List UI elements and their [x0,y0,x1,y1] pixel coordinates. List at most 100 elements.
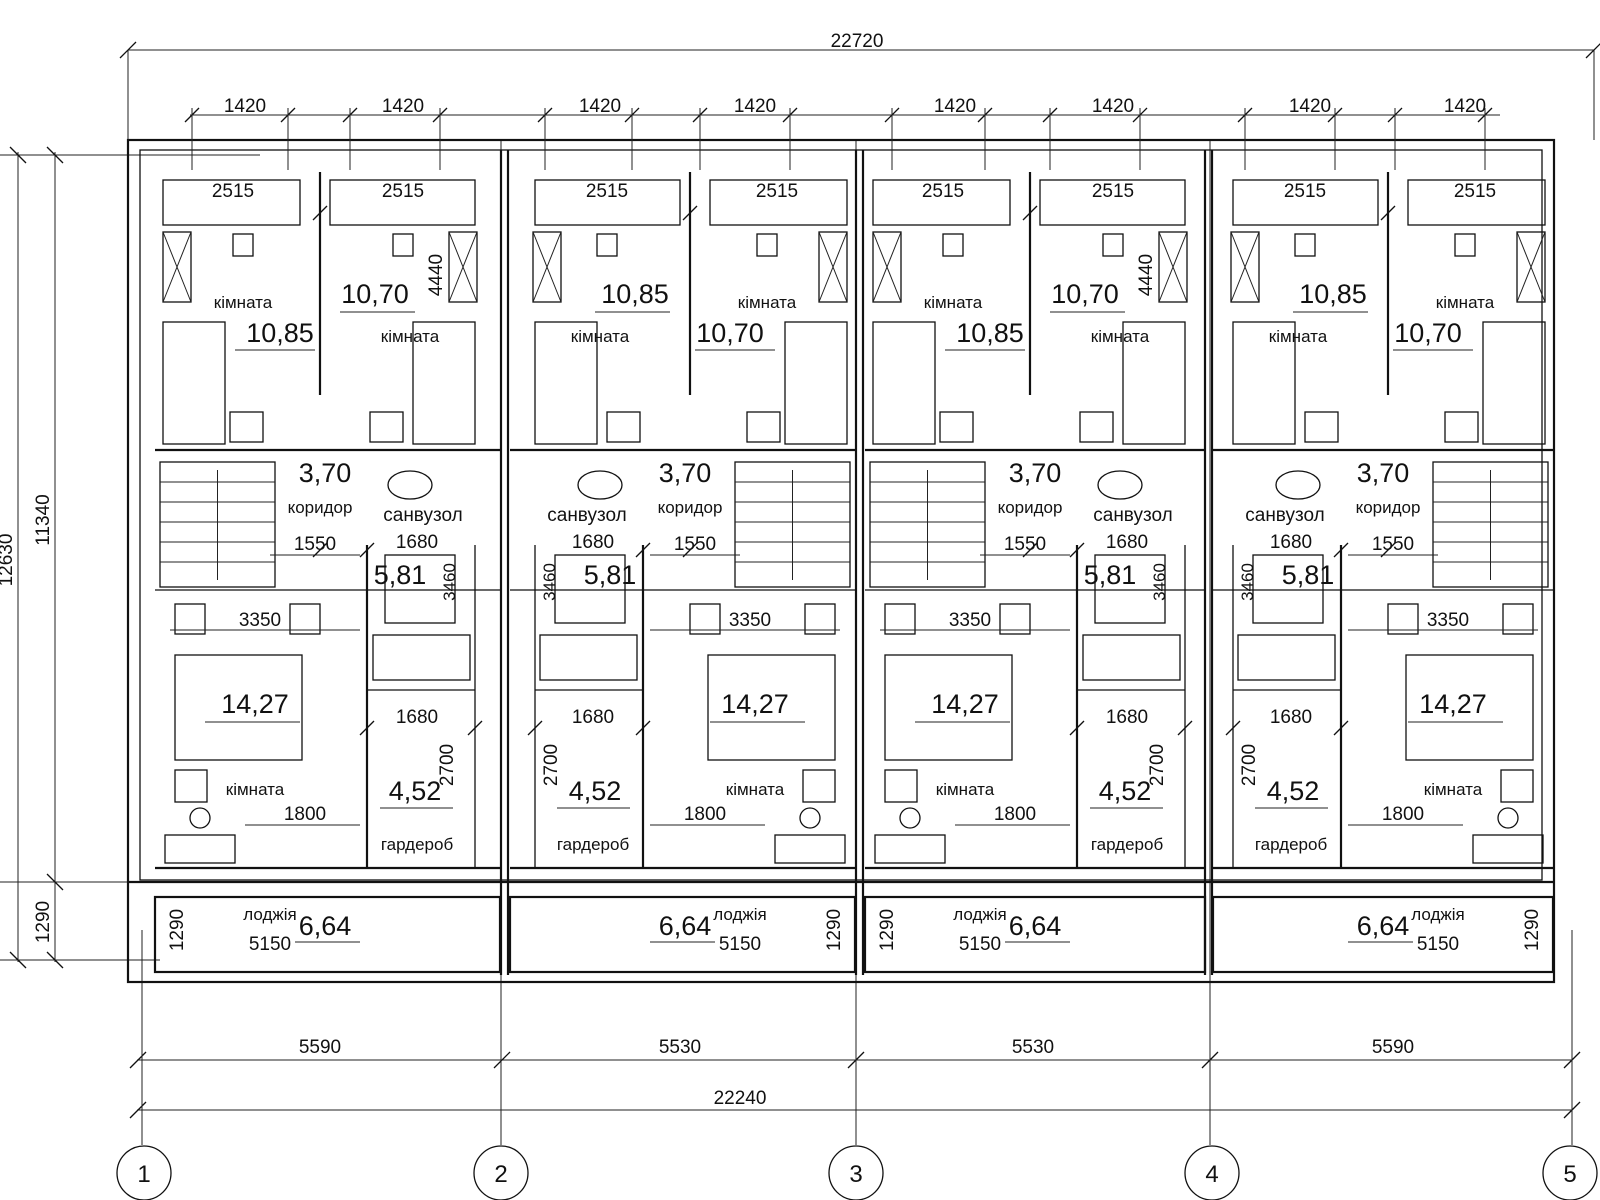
cabinet [999,603,1031,635]
window-dim-7: 1420 [1289,96,1331,117]
closet [1158,231,1188,303]
loggia-width-dim: 5150 [249,934,291,955]
bathtub [1237,634,1336,681]
room-depth-dim: 4440 [1136,254,1157,296]
closet [1516,231,1546,303]
double-bed [174,654,303,761]
lower-room-area: 14,27 [1419,689,1487,719]
closet-cross [1516,231,1546,303]
bathroom-depth-dim: 3460 [440,563,459,601]
bathroom-width-dim: 1680 [1106,532,1148,553]
bedside-table [1079,411,1114,443]
bed [1482,321,1546,445]
nightstand [1454,233,1476,257]
dimension-tick [635,542,651,558]
bed [784,321,848,445]
nightstand [174,769,208,803]
room-area-top-a: 10,70 [1394,318,1462,348]
window-sill-right [329,179,476,226]
loggia-outline [1211,895,1555,974]
loggia-label: лоджія [243,905,296,924]
corridor-label: коридор [998,498,1063,517]
nightstand [596,233,618,257]
wardrobe-depth-dim: 2700 [437,744,458,786]
lower-room-depth-dim: 1800 [994,804,1036,825]
dimension-tick [467,720,483,736]
room-label-top-a: кімната [214,293,273,312]
loggia-area: 6,64 [299,911,352,941]
staircase [734,461,851,588]
unit-4: 25152515кімната10,70кімната10,853,70кори… [1211,172,1555,974]
window-dim-1: 1420 [224,96,266,117]
lower-room-area: 14,27 [721,689,789,719]
lower-room-width-dim: 3350 [239,610,281,631]
axis-label-5: 5 [1563,1161,1576,1188]
cabinet [884,603,916,635]
room-area-top-b: 10,85 [601,279,669,309]
dimension-tick [1069,542,1085,558]
wardrobe-label: гардероб [557,835,630,854]
bathroom-label: санвузол [1093,505,1172,526]
closet [1230,231,1260,303]
overall-width-bottom: 22240 [714,1088,767,1109]
dimension-tick [1177,720,1193,736]
staircase [1432,461,1549,588]
bay-dim-2: 5530 [659,1037,701,1058]
wardrobe-label: гардероб [1255,835,1328,854]
desk [874,834,946,864]
room-label-top-b: кімната [1091,327,1150,346]
axis-marker-1 [116,1145,172,1200]
loggia-depth: 1290 [33,901,54,943]
bedside-table [369,411,404,443]
corridor-dim: 1550 [1004,534,1046,555]
toilet [1275,470,1321,500]
window-dim-4: 1420 [734,96,776,117]
cabinet [689,603,721,635]
window-width-a: 2515 [1454,181,1496,202]
lower-room-depth-dim: 1800 [284,804,326,825]
nightstand [1500,769,1534,803]
window-sill-left [872,179,1011,226]
lower-room-label: кімната [226,780,285,799]
bathroom-label: санвузол [1245,505,1324,526]
room-label-top-b: кімната [381,327,440,346]
nightstand [392,233,414,257]
wardrobe-depth-dim: 2700 [541,744,562,786]
corridor-area: 3,70 [299,458,352,488]
dimension-tick [1380,542,1396,558]
cabinet [804,603,836,635]
closet [532,231,562,303]
room-area-top-a: 10,70 [696,318,764,348]
toilet [387,470,433,500]
axis-marker-2 [473,1145,529,1200]
shower-tray [554,554,626,624]
toilet [1097,470,1143,500]
room-label-top-b: кімната [571,327,630,346]
room-label-top-a: кімната [738,293,797,312]
wardrobe-area: 4,52 [569,776,622,806]
dimension-tick [1225,720,1241,736]
loggia [863,895,1207,974]
dimension-tick [1380,205,1396,221]
shower-tray [1252,554,1324,624]
loggia-width-dim: 5150 [719,934,761,955]
desk [774,834,846,864]
closet [818,231,848,303]
plant-pot [799,807,821,829]
bathroom-width-dim: 1680 [396,532,438,553]
loggia-depth-dim: 1290 [1522,909,1543,951]
bay-dim-1: 5590 [299,1037,341,1058]
wardrobe-area: 4,52 [389,776,442,806]
axis-label-1: 1 [137,1161,150,1188]
corridor-label: коридор [658,498,723,517]
closet [162,231,192,303]
bathtub [539,634,638,681]
wardrobe-width-dim: 1680 [1106,707,1148,728]
window-sill-left [709,179,848,226]
window-width-b: 2515 [382,181,424,202]
dimension-tick [635,720,651,736]
axis-label-2: 2 [494,1161,507,1188]
dimension-tick [1022,542,1038,558]
